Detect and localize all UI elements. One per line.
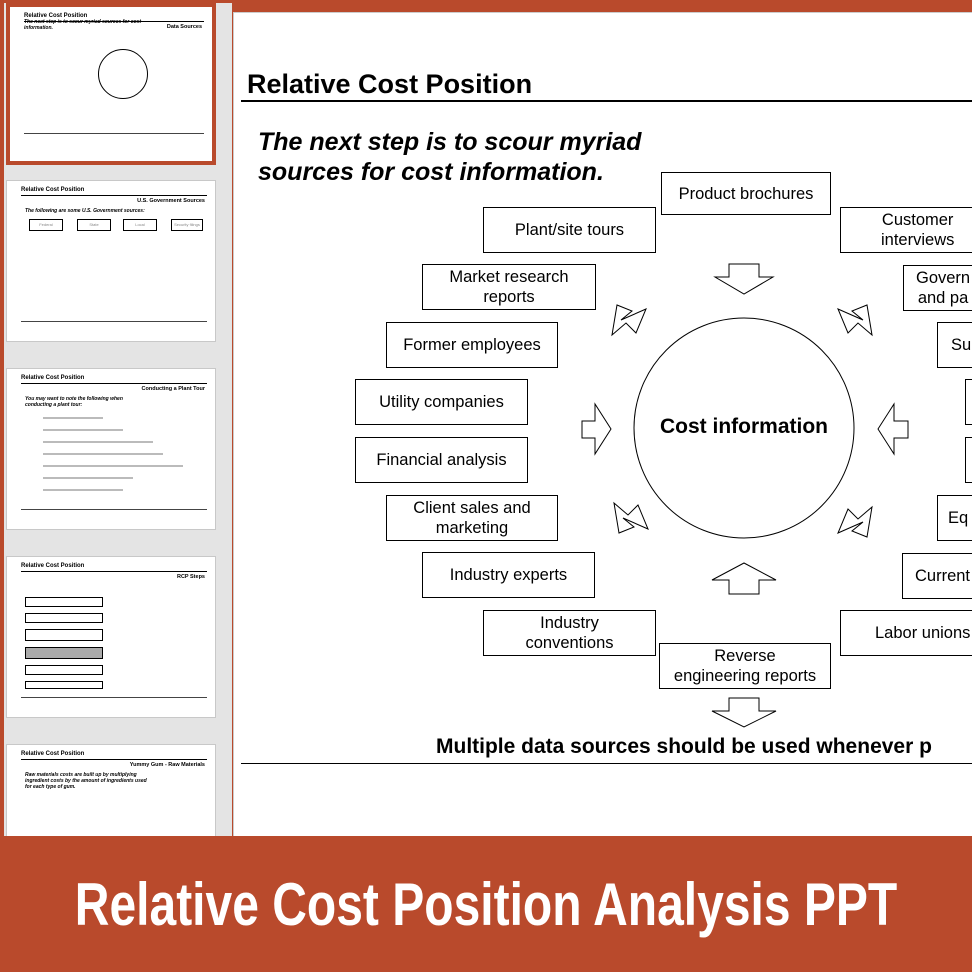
source-labor-unions: Labor unions <box>840 610 972 656</box>
divider <box>21 759 207 760</box>
divider <box>21 195 207 196</box>
thumb-subtitle: U.S. Government Sources <box>137 198 205 204</box>
slide-lead: The next step is to scour myriad sources… <box>258 128 642 186</box>
thumb-header: Federal <box>29 219 63 231</box>
title-banner: Relative Cost Position Analysis PPT <box>0 836 972 972</box>
flow-step <box>25 613 103 623</box>
text-line <box>43 441 153 443</box>
center-circle <box>633 317 855 539</box>
text-line <box>43 453 163 455</box>
slide-footer-text: Multiple data sources should be used whe… <box>436 735 932 758</box>
source-financial-analysis: Financial analysis <box>355 437 528 483</box>
source-clipped-box <box>965 437 972 483</box>
flow-step <box>25 647 103 659</box>
thumb-subtitle: RCP Steps <box>176 574 205 580</box>
divider <box>21 321 207 322</box>
source-industry-experts: Industry experts <box>422 552 595 598</box>
thumb-subtitle: Data Sources <box>166 24 202 30</box>
slide-thumbnail-2[interactable]: Relative Cost Position U.S. Government S… <box>6 180 216 342</box>
text-line <box>43 489 123 491</box>
divider <box>21 509 207 510</box>
thumb-circle <box>98 49 148 99</box>
divider <box>24 133 204 134</box>
thumb-subtitle: Yummy Gum - Raw Materials <box>129 762 205 768</box>
thumb-title: Relative Cost Position <box>21 751 85 757</box>
slide-thumbnail-panel: Relative Cost Position Data Sources The … <box>4 3 232 836</box>
source-government: Govern and pa <box>903 265 972 311</box>
thumb-title: Relative Cost Position <box>21 563 85 569</box>
slide-title: Relative Cost Position <box>247 69 533 99</box>
thumb-lead: The next step is to scour myriad sources… <box>24 19 141 31</box>
arrow-diag-tr <box>837 304 873 337</box>
flow-step <box>25 597 103 607</box>
source-current: Current <box>902 553 972 599</box>
thumb-subtitle: Conducting a Plant Tour <box>141 386 205 392</box>
thumb-title: Relative Cost Position <box>24 13 88 19</box>
thumb-title: Relative Cost Position <box>21 187 85 193</box>
source-product-brochures: Product brochures <box>661 172 831 215</box>
arrow-down-top <box>713 263 775 295</box>
source-industry-conventions: Industry conventions <box>483 610 656 656</box>
thumb-lead: You may want to note the following when … <box>25 396 123 408</box>
arrow-down-bottom <box>711 697 777 728</box>
source-client-sales: Client sales and marketing <box>386 495 558 541</box>
thumb-header: Local <box>123 219 157 231</box>
divider <box>21 571 207 572</box>
text-line <box>43 417 103 419</box>
source-customer-interviews: Customer interviews <box>840 207 972 253</box>
source-reverse-engineering: Reverse engineering reports <box>659 643 831 689</box>
text-line <box>43 429 123 431</box>
slide-thumbnail-3[interactable]: Relative Cost Position Conducting a Plan… <box>6 368 216 530</box>
flow-step <box>25 629 103 641</box>
source-clipped-box <box>965 379 972 425</box>
thumb-lead: Raw materials costs are built up by mult… <box>25 772 147 790</box>
source-plant-tours: Plant/site tours <box>483 207 656 253</box>
source-market-research: Market research reports <box>422 264 596 310</box>
arrow-diag-br <box>837 505 873 538</box>
source-utility-companies: Utility companies <box>355 379 528 425</box>
arrow-right-left <box>581 402 612 456</box>
slide-thumbnail-1[interactable]: Relative Cost Position Data Sources The … <box>6 3 216 165</box>
diagram-graphics <box>581 263 909 728</box>
source-former-employees: Former employees <box>386 322 558 368</box>
text-line <box>43 477 133 479</box>
source-supplier: Su <box>937 322 972 368</box>
flow-step <box>25 665 103 675</box>
footer-divider <box>241 763 972 764</box>
flow-step <box>25 681 103 689</box>
thumb-header: Security filings <box>171 219 203 231</box>
arrow-diag-tl <box>611 304 647 337</box>
thumb-header: State <box>77 219 111 231</box>
main-slide: Relative Cost Position The next step is … <box>233 12 972 836</box>
source-equipment: Eq <box>937 495 972 541</box>
divider <box>21 383 207 384</box>
center-label: Cost information <box>660 415 828 438</box>
arrow-left-right <box>877 402 909 456</box>
thumb-title: Relative Cost Position <box>21 375 85 381</box>
arrow-diag-bl <box>613 501 649 534</box>
text-line <box>43 465 183 467</box>
slide-thumbnail-5[interactable]: Relative Cost Position Yummy Gum - Raw M… <box>6 744 216 836</box>
thumb-lead: The following are some U.S. Government s… <box>25 208 145 214</box>
banner-title: Relative Cost Position Analysis PPT <box>74 870 898 938</box>
title-divider <box>241 100 972 102</box>
slide-thumbnail-4[interactable]: Relative Cost Position RCP Steps <box>6 556 216 718</box>
divider <box>24 21 204 22</box>
divider <box>21 697 207 698</box>
arrow-up-bottom <box>711 562 777 595</box>
